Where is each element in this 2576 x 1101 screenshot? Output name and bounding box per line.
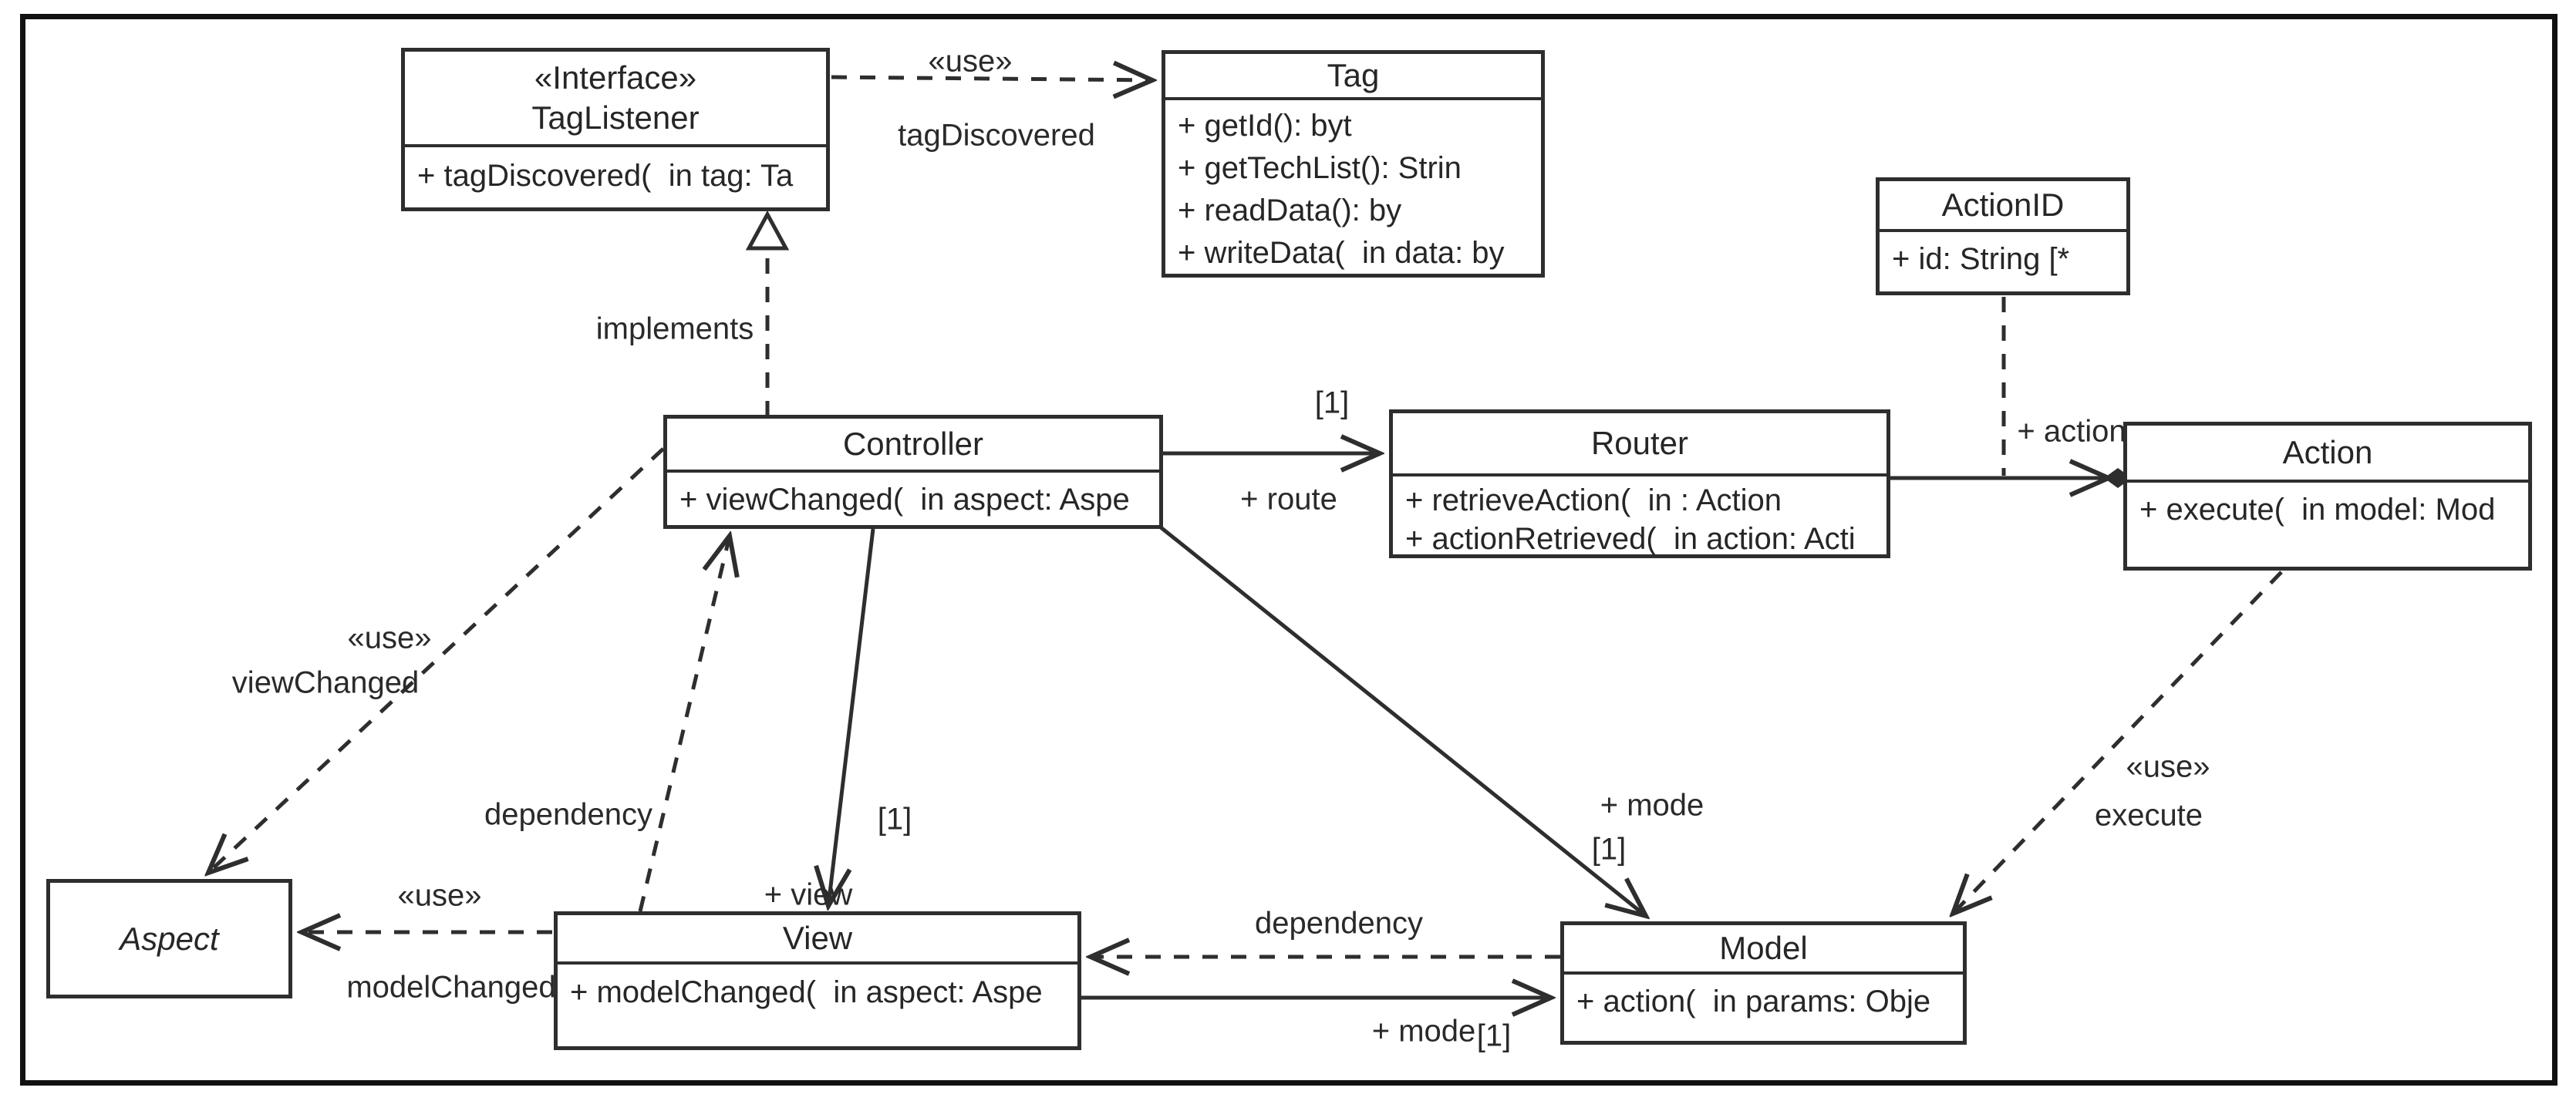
dependency-label: dependency bbox=[484, 797, 652, 832]
use-dependency-action-model bbox=[1953, 571, 2283, 914]
dependency-label: dependency bbox=[1255, 906, 1423, 941]
association-controller-model bbox=[1159, 526, 1646, 916]
association-controller-view bbox=[828, 528, 875, 906]
class-aspect: Aspect bbox=[46, 879, 292, 998]
model-operation: + action( in params: Obje bbox=[1576, 985, 1931, 1019]
class-tag: Tag + getId(): byt + getTechList(): Stri… bbox=[1162, 50, 1545, 278]
aspect-name: Aspect bbox=[120, 920, 219, 957]
taglistener-operation: + tagDiscovered( in tag: Ta bbox=[417, 159, 794, 193]
realization-triangle-icon bbox=[745, 210, 790, 251]
dependency-view-controller bbox=[638, 536, 730, 912]
use-stereotype-label: «use» bbox=[347, 621, 432, 655]
router-operation: + actionRetrieved( in action: Acti bbox=[1405, 522, 1856, 556]
diagram-border bbox=[20, 14, 2557, 1086]
class-taglistener: «Interface» TagListener + tagDiscovered(… bbox=[401, 48, 830, 211]
mode-role-label: + mode bbox=[1371, 1014, 1476, 1049]
class-controller: Controller + viewChanged( in aspect: Asp… bbox=[663, 415, 1163, 529]
model-name: Model bbox=[1564, 925, 1963, 975]
route-role-label: + route bbox=[1240, 482, 1337, 517]
tag-operation: + getTechList(): Strin bbox=[1178, 151, 1462, 185]
use-stereotype-label: «use» bbox=[2126, 749, 2210, 784]
class-model: Model + action( in params: Obje bbox=[1560, 921, 1967, 1045]
controller-operation: + viewChanged( in aspect: Aspe bbox=[679, 483, 1130, 517]
use-dependency-controller-aspect bbox=[208, 447, 665, 873]
taglistener-stereotype: «Interface» bbox=[534, 59, 697, 96]
view-multiplicity-label: [1] bbox=[877, 802, 912, 837]
action-operation: + execute( in model: Mod bbox=[2139, 493, 2496, 527]
tagdiscovered-label: tagDiscovered bbox=[898, 118, 1095, 153]
tag-operation: + writeData( in data: by bbox=[1178, 236, 1505, 270]
router-operation: + retrieveAction( in : Action bbox=[1405, 483, 1782, 517]
viewchanged-label: viewChanged bbox=[231, 665, 420, 700]
mode-role-label: + mode bbox=[1600, 788, 1704, 823]
use-dependency-taglistener-tag bbox=[831, 77, 1152, 80]
action-role-label: + action bbox=[2017, 414, 2126, 449]
tag-operation: + getId(): byt bbox=[1178, 109, 1352, 143]
use-stereotype-label: «use» bbox=[928, 44, 1013, 79]
view-operation: + modelChanged( in aspect: Aspe bbox=[570, 975, 1043, 1009]
class-actionid: ActionID + id: String [* bbox=[1876, 177, 2130, 295]
mode-multiplicity-label: [1] bbox=[1591, 832, 1627, 867]
taglistener-name: TagListener bbox=[531, 99, 700, 136]
execute-label: execute bbox=[2094, 798, 2203, 833]
implements-label: implements bbox=[595, 311, 754, 346]
view-name: View bbox=[558, 915, 1077, 965]
mode-multiplicity-label: [1] bbox=[1476, 1019, 1512, 1053]
route-multiplicity-label: [1] bbox=[1314, 386, 1350, 420]
actionid-name: ActionID bbox=[1880, 181, 2126, 232]
view-role-label: + view bbox=[764, 877, 853, 912]
action-name: Action bbox=[2127, 426, 2528, 483]
class-action: Action + execute( in model: Mod bbox=[2123, 422, 2532, 571]
controller-name: Controller bbox=[667, 419, 1159, 473]
class-view: View + modelChanged( in aspect: Aspe bbox=[554, 911, 1081, 1050]
class-router: Router + retrieveAction( in : Action + a… bbox=[1389, 409, 1890, 558]
tag-name: Tag bbox=[1165, 54, 1541, 100]
modelchanged-label: modelChanged bbox=[346, 970, 556, 1005]
router-name: Router bbox=[1393, 413, 1886, 476]
actionid-attribute: + id: String [* bbox=[1892, 242, 2070, 276]
tag-operation: + readData(): by bbox=[1178, 194, 1402, 227]
use-stereotype-label: «use» bbox=[397, 878, 482, 913]
